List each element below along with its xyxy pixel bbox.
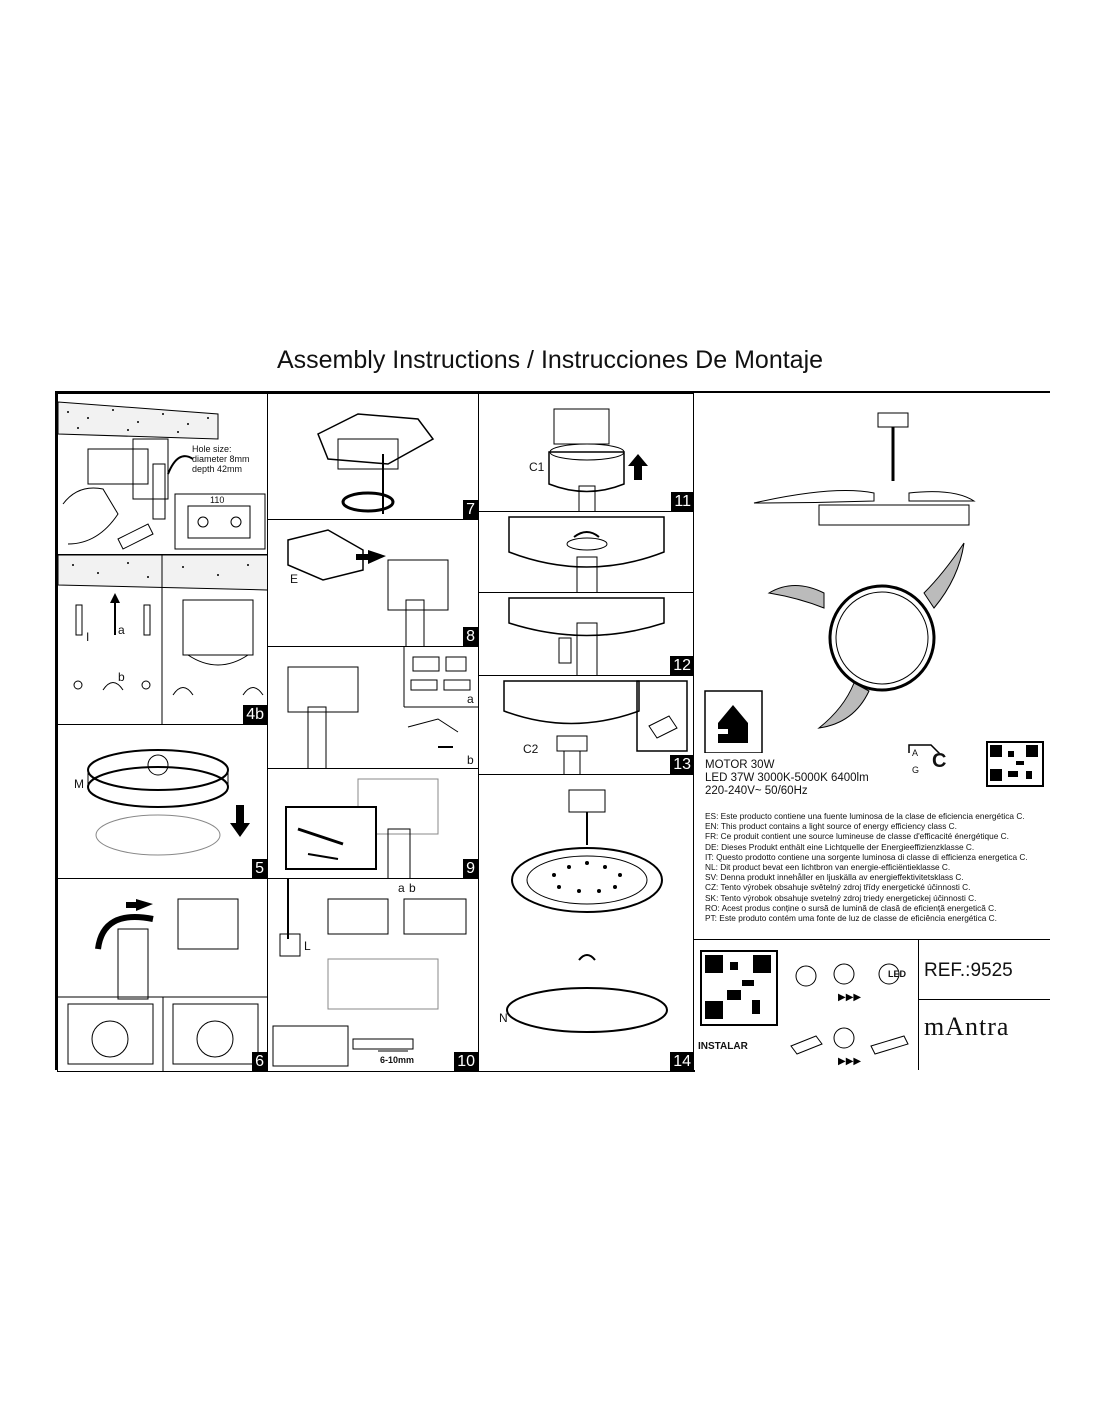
step-12-panel: 12 bbox=[478, 592, 695, 676]
step-11-illustration bbox=[548, 408, 648, 511]
receiver-label-e: E bbox=[290, 572, 299, 586]
step-1-panel: Hole size: diameter 8mm depth 42mm 110 bbox=[57, 393, 268, 555]
forward-arrows-icon-2: ▶▶▶ bbox=[838, 1056, 861, 1067]
step-5-illustration bbox=[87, 749, 250, 856]
bracket-width-label: 110 bbox=[210, 495, 225, 505]
spec-led: LED 37W 3000K-5000K 6400lm bbox=[705, 772, 869, 784]
reference-number: REF.:9525 bbox=[924, 960, 1013, 981]
spec-voltage: 220-240V~ 50/60Hz bbox=[705, 785, 808, 797]
step-14-illustration bbox=[506, 789, 668, 1033]
anchor-label-i: I bbox=[86, 630, 90, 644]
step-number-11: 11 bbox=[671, 492, 694, 511]
energy-class-badge: C bbox=[932, 750, 947, 772]
energy-statement-pt: PT: Este produto contém uma fonte de luz… bbox=[705, 913, 997, 924]
step-9-illustration bbox=[285, 778, 439, 878]
step-number-5: 5 bbox=[252, 859, 267, 878]
energy-statement-ro: RO: Acest produs conține o sursă de lumi… bbox=[705, 902, 997, 913]
install-icons: ▶▶▶ ▶▶▶ bbox=[790, 963, 909, 1067]
step-10-illustration bbox=[272, 879, 467, 1067]
page-title: Assembly Instructions / Instrucciones De… bbox=[276, 346, 824, 374]
step-12-illustration bbox=[508, 597, 665, 675]
product-drawing bbox=[704, 412, 976, 753]
hole-diameter-label: diameter 8mm bbox=[192, 454, 250, 464]
step-4-panel: I a b 4b bbox=[57, 554, 268, 725]
step-5-panel: M 5 bbox=[57, 724, 268, 879]
brand-logo: mAntra bbox=[924, 1012, 1010, 1041]
step-10-panel: L a b 6-10mm 10 bbox=[267, 878, 479, 1072]
footer-divider-h bbox=[918, 999, 1050, 1000]
step-number-6: 6 bbox=[252, 1052, 267, 1071]
step-7-illustration bbox=[317, 413, 435, 514]
step-number-7: 7 bbox=[463, 500, 478, 519]
step-13-illustration bbox=[503, 680, 688, 774]
step-number-12: 12 bbox=[670, 656, 694, 675]
step-8-panel: E 8 bbox=[267, 519, 479, 647]
step-13-panel: C2 13 bbox=[478, 675, 695, 775]
electrician-icon-2 bbox=[833, 1027, 855, 1049]
led-icon bbox=[878, 963, 900, 985]
step-number-9: 9 bbox=[463, 859, 478, 878]
energy-statement-nl: NL: Dit product bevat een lichtbron van … bbox=[705, 862, 951, 873]
strip-length-label: 6-10mm bbox=[380, 1055, 415, 1065]
energy-statement-sk: SK: Tento výrobok obsahuje svetelný zdro… bbox=[705, 892, 977, 903]
energy-statement-sv: SV: Denna produkt innehåller en ljuskäll… bbox=[705, 872, 964, 883]
step-8-illustration bbox=[287, 529, 449, 646]
step-number-8: 8 bbox=[463, 627, 478, 646]
step-12a-panel bbox=[478, 511, 695, 593]
canopy-label-c1: C1 bbox=[529, 460, 545, 474]
column-divider bbox=[693, 393, 694, 1070]
step-6-panel: 6 bbox=[57, 878, 268, 1072]
step-number-14: 14 bbox=[670, 1052, 694, 1071]
product-specs: MOTOR 30W LED 37W 3000K-5000K 6400lm 220… bbox=[705, 759, 869, 798]
step-number-13: 13 bbox=[670, 755, 694, 774]
led-badge: LED bbox=[888, 969, 906, 979]
step-9a-panel: a b bbox=[267, 646, 479, 769]
step-7-panel: 7 bbox=[267, 393, 479, 520]
qr-code-top-icon bbox=[986, 741, 1044, 787]
connector-label-b: b bbox=[467, 753, 474, 767]
terminal-label-b: b bbox=[409, 881, 416, 895]
terminal-label-a: a bbox=[398, 881, 405, 895]
arrow-label-b: b bbox=[118, 670, 125, 684]
product-info-panel: MOTOR 30W LED 37W 3000K-5000K 6400lm 220… bbox=[694, 393, 1050, 1070]
footer-box: INSTALAR ▶▶▶ ▶▶▶ LED REF.:9525 mAntra bbox=[694, 939, 1050, 1070]
arrow-label-a: a bbox=[118, 623, 125, 637]
energy-scale-bottom: G bbox=[912, 765, 920, 775]
spec-motor: MOTOR 30W bbox=[705, 759, 775, 771]
energy-statement-fr: FR: Ce produit contient une source lumin… bbox=[705, 831, 1009, 842]
energy-statement-it: IT: Questo prodotto contiene una sorgent… bbox=[705, 851, 1028, 862]
instruction-sheet: Hole size: diameter 8mm depth 42mm 110 I… bbox=[55, 391, 1050, 1072]
step-9-panel: 9 bbox=[267, 768, 479, 879]
step-6-illustration bbox=[58, 898, 267, 1071]
energy-statement-en: EN: This product contains a light source… bbox=[705, 821, 957, 832]
tools-icon bbox=[795, 965, 817, 987]
motor-label-m: M bbox=[74, 777, 84, 791]
cover-label-c2: C2 bbox=[523, 742, 539, 756]
driver-box-icon bbox=[790, 1035, 823, 1055]
wire-label-l: L bbox=[304, 939, 311, 953]
step-4-illustration bbox=[58, 555, 267, 724]
connector-label-a: a bbox=[467, 692, 474, 706]
step-9a-illustration bbox=[287, 647, 478, 768]
module-icon bbox=[870, 1035, 909, 1055]
step-number-10: 10 bbox=[454, 1052, 478, 1071]
step-number-4b: 4b bbox=[243, 705, 267, 724]
hole-size-label: Hole size: bbox=[192, 444, 232, 454]
diffuser-label-n: N bbox=[499, 1011, 508, 1025]
footer-divider bbox=[918, 940, 919, 1070]
step-11-panel: C1 11 bbox=[478, 393, 695, 512]
step-1-illustration bbox=[58, 401, 266, 550]
energy-class-statements: ES: Este producto contiene una fuente lu… bbox=[705, 811, 1028, 923]
energy-statement-cz: CZ: Tento výrobek obsahuje světelný zdro… bbox=[705, 882, 971, 893]
hole-depth-label: depth 42mm bbox=[192, 464, 243, 474]
step-14-panel: N 14 bbox=[478, 774, 695, 1072]
step-12a-illustration bbox=[508, 516, 665, 592]
instalar-label: INSTALAR bbox=[698, 1041, 748, 1052]
forward-arrows-icon: ▶▶▶ bbox=[838, 992, 861, 1003]
energy-statement-es: ES: Este producto contiene una fuente lu… bbox=[705, 811, 1025, 821]
electrician-icon bbox=[833, 963, 855, 985]
energy-statement-de: DE: Dieses Produkt enthält eine Lichtque… bbox=[705, 841, 975, 852]
energy-scale-top: A bbox=[912, 748, 919, 758]
qr-code-instalar-icon bbox=[700, 950, 778, 1026]
